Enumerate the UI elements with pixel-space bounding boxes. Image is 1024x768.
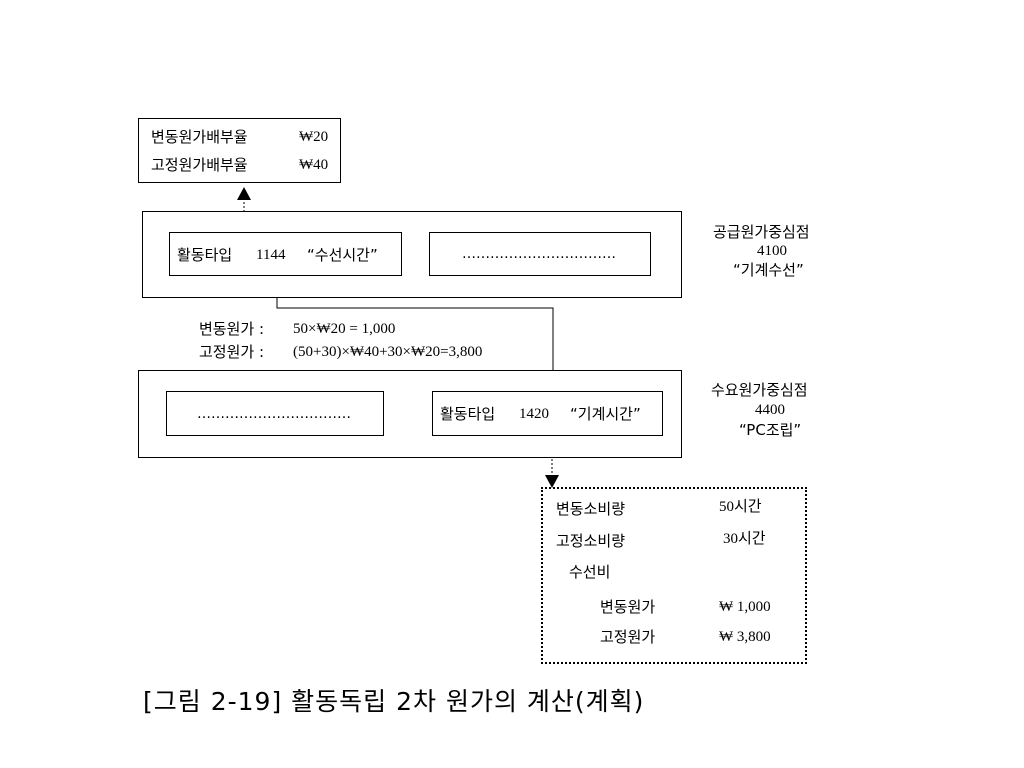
demand-center-code: 4400 (755, 402, 785, 418)
activity-1420-desc: “기계시간” (570, 405, 641, 423)
fixed-cost-value: ₩ 3,800 (719, 629, 771, 645)
activity-1144-label: 활동타입 (177, 246, 233, 264)
supply-placeholder-box: …………………………… (429, 232, 651, 276)
fixed-qty-value: 30시간 (723, 531, 766, 547)
variable-cost-label: 변동원가 (600, 598, 656, 616)
demand-center-desc: “PC조립” (739, 421, 802, 439)
activity-1144-code: 1144 (256, 247, 286, 263)
supply-center-code: 4100 (757, 243, 787, 259)
activity-1420-code: 1420 (519, 406, 549, 422)
variable-rate-value: ₩20 (299, 129, 329, 145)
activity-1420-box: 활동타입 1420 “기계시간” (432, 391, 663, 436)
calc-fixed-label: 고정원가 : (199, 343, 265, 361)
fixed-rate-value: ₩40 (299, 157, 329, 173)
rate-box: 변동원가배부율 ₩20 고정원가배부율 ₩40 (138, 118, 341, 183)
variable-qty-label: 변동소비량 (556, 500, 626, 518)
activity-1144-desc: “수선시간” (307, 246, 378, 264)
demand-center-box: …………………………… 활동타입 1420 “기계시간” (138, 370, 682, 458)
fixed-rate-label: 고정원가배부율 (151, 156, 248, 174)
supply-center-name: 공급원가중심점 (713, 223, 810, 241)
arrowhead-up (237, 187, 251, 200)
demand-placeholder-box: …………………………… (166, 391, 384, 436)
activity-1144-box: 활동타입 1144 “수선시간” (169, 232, 402, 276)
figure-caption: [그림 2-19] 활동독립 2차 원가의 계산(계획) (143, 687, 645, 716)
calc-variable-formula: 50×₩20 = 1,000 (293, 321, 396, 337)
variable-qty-value: 50시간 (719, 499, 762, 515)
demand-placeholder-dots: …………………………… (197, 406, 351, 422)
supply-center-desc: “기계수선” (733, 261, 804, 279)
calc-fixed-formula: (50+30)×₩40+30×₩20=3,800 (293, 344, 483, 360)
repair-cost-label: 수선비 (569, 563, 611, 581)
activity-1420-label: 활동타입 (440, 405, 496, 423)
fixed-cost-label: 고정원가 (600, 628, 656, 646)
result-box: 변동소비량 50시간 고정소비량 30시간 수선비 변동원가 ₩ 1,000 고… (541, 487, 807, 664)
demand-center-name: 수요원가중심점 (711, 381, 808, 399)
calc-variable-label: 변동원가 : (199, 320, 265, 338)
variable-rate-label: 변동원가배부율 (151, 128, 248, 146)
supply-placeholder-dots: …………………………… (462, 246, 616, 262)
variable-cost-value: ₩ 1,000 (719, 599, 771, 615)
fixed-qty-label: 고정소비량 (556, 532, 626, 550)
supply-center-box: 활동타입 1144 “수선시간” …………………………… (142, 211, 682, 298)
